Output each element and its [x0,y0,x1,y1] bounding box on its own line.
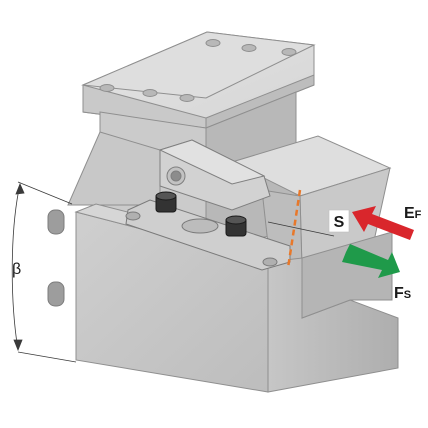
angle-label: β [12,261,21,278]
force-s-arrow [342,244,400,278]
side-bolts [47,209,65,307]
force-e-arrow [352,206,414,240]
mounting-plate [81,31,316,129]
angle-dimension [11,181,77,363]
force-e-label: EF [404,205,422,222]
force-e-label-sub: F [415,209,422,221]
gap-label: S [334,214,345,231]
force-s-label-sub: S [404,289,411,301]
screws [155,191,247,237]
force-e-label-main: E [404,205,415,222]
gap-dimension [267,221,335,237]
force-s-label: FS [394,285,411,302]
force-s-label-main: F [394,285,404,302]
gap-label-box [328,209,350,233]
gap-line [286,189,302,269]
clamp-jaw [158,139,271,211]
